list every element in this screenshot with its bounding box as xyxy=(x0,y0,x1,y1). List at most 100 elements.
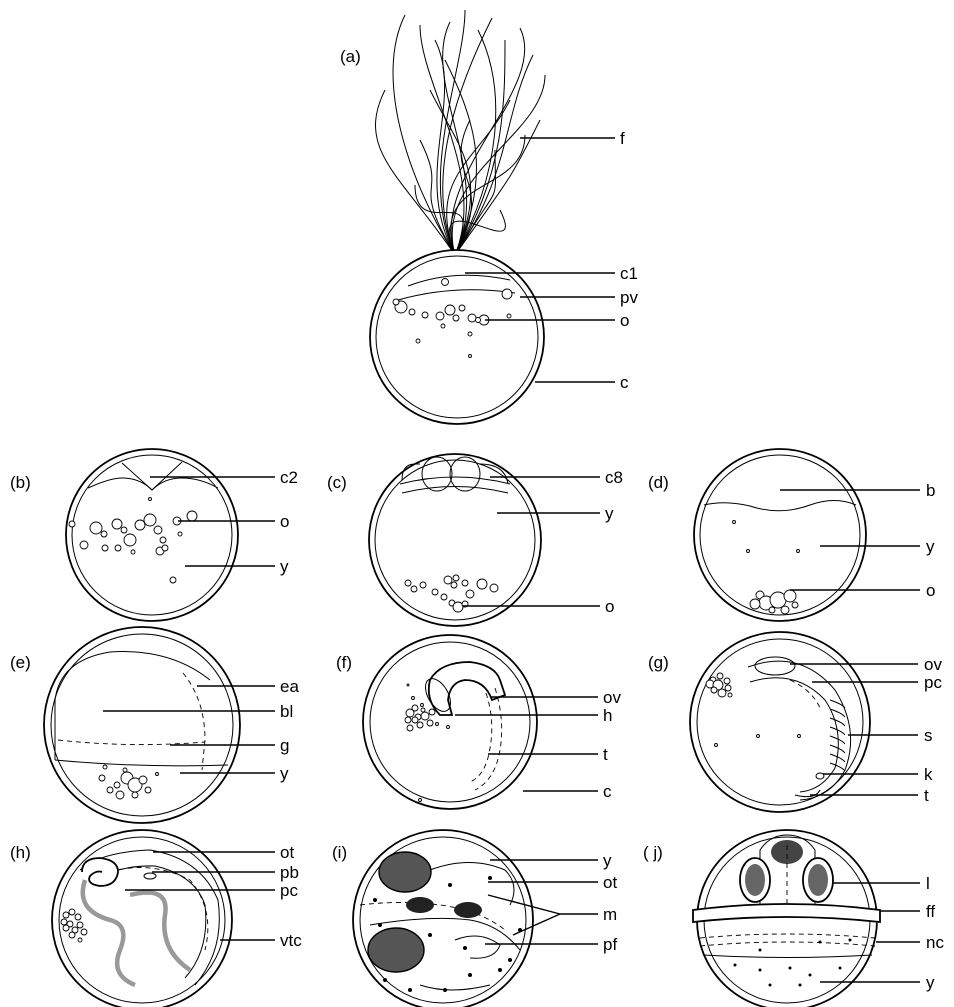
panel-i-tag: (i) xyxy=(332,843,347,862)
melanophore xyxy=(373,898,377,902)
oil-droplet xyxy=(156,773,159,776)
oil-droplet xyxy=(124,534,136,546)
oil-droplet xyxy=(154,526,162,534)
oil-droplet xyxy=(468,314,476,322)
oil-droplet xyxy=(412,717,418,723)
pigment-dot xyxy=(799,984,802,987)
oil-droplet xyxy=(103,765,107,769)
oil-droplet xyxy=(757,735,760,738)
label-ff: ff xyxy=(926,902,935,921)
oil-droplet xyxy=(417,722,423,728)
oil-droplet xyxy=(441,324,445,328)
lens-left xyxy=(745,864,765,896)
oil-droplet xyxy=(769,607,775,613)
label-o: o xyxy=(620,311,629,330)
panel-a-tag: (a) xyxy=(340,47,361,66)
oil-droplet xyxy=(112,519,122,529)
oil-droplet xyxy=(416,339,420,343)
oil-droplet xyxy=(75,914,81,920)
oil-droplet xyxy=(63,925,69,931)
oil-droplet xyxy=(114,782,120,788)
oil-droplet xyxy=(162,545,168,551)
label-f: f xyxy=(620,129,625,148)
label-pv: pv xyxy=(620,288,638,307)
pigment-blob-1 xyxy=(406,897,434,913)
oil-droplet xyxy=(502,289,512,299)
panel-g-tag: (g) xyxy=(648,653,669,672)
label-c: c xyxy=(620,373,629,392)
melanophore xyxy=(488,876,492,880)
panel-d: (d) b y o xyxy=(648,449,935,621)
oil-droplet xyxy=(131,550,135,554)
label-ov: ov xyxy=(603,688,621,707)
filament xyxy=(455,40,505,255)
panel-i: (i) y ot m pf xyxy=(332,830,617,1007)
oil-droplet xyxy=(90,522,102,534)
panel-e: (e) ea bl g y xyxy=(10,627,299,823)
label-s: s xyxy=(924,726,933,745)
oil-droplet xyxy=(444,576,452,584)
filament xyxy=(445,60,477,255)
label-c2: c2 xyxy=(280,468,298,487)
oil-droplet xyxy=(459,305,465,311)
lens-right xyxy=(808,864,828,896)
oil-droplet xyxy=(468,332,472,336)
label-pc: pc xyxy=(924,673,942,692)
label-o: o xyxy=(605,597,614,616)
oil-droplet xyxy=(407,725,413,731)
oil-droplet xyxy=(139,776,147,784)
filament xyxy=(415,185,463,255)
oil-droplet xyxy=(115,545,121,551)
label-t: t xyxy=(924,786,929,805)
oil-droplet xyxy=(393,299,399,305)
oil-droplet xyxy=(407,684,409,686)
label-y: y xyxy=(280,557,289,576)
oil-droplet xyxy=(149,498,152,501)
oil-droplet xyxy=(453,315,459,321)
oil-droplet xyxy=(412,697,415,700)
oil-droplet xyxy=(81,929,87,935)
oil-droplet xyxy=(476,318,481,323)
oil-droplet xyxy=(102,545,108,551)
oil-droplet xyxy=(725,685,731,691)
head-pigment xyxy=(771,840,803,864)
oil-droplet xyxy=(69,932,75,938)
melanophore xyxy=(383,978,387,982)
label-o: o xyxy=(280,512,289,531)
oil-droplet xyxy=(784,590,796,602)
melanophore xyxy=(443,988,447,992)
oil-droplet xyxy=(178,532,182,536)
oil-droplet xyxy=(466,590,474,598)
label-bl: bl xyxy=(280,702,293,721)
label-o: o xyxy=(926,581,935,600)
oil-droplet xyxy=(116,791,124,799)
oil-droplet xyxy=(421,712,429,720)
panel-a: (a) f c1 pv o c xyxy=(340,10,638,424)
oil-droplet xyxy=(490,584,498,592)
oil-droplet xyxy=(715,744,718,747)
oil-droplet xyxy=(123,768,127,772)
oil-droplet xyxy=(717,673,723,679)
panel-b-tag: (b) xyxy=(10,473,31,492)
oil-droplet xyxy=(69,909,75,915)
label-b: b xyxy=(926,481,935,500)
melanophore xyxy=(448,883,452,887)
pigment-dot xyxy=(789,967,792,970)
oil-droplet xyxy=(442,279,449,286)
oil-droplet xyxy=(121,527,127,533)
oil-droplet xyxy=(78,938,82,942)
oil-droplet xyxy=(170,577,176,583)
panel-j-tag: ( j) xyxy=(643,843,663,862)
label-h: h xyxy=(603,706,612,725)
label-ot: ot xyxy=(603,873,617,892)
oil-droplet xyxy=(728,693,732,697)
panel-c-tag: (c) xyxy=(327,473,347,492)
oil-droplet xyxy=(420,582,426,588)
chorion-outer xyxy=(370,250,544,424)
label-y: y xyxy=(280,764,289,783)
oil-droplet xyxy=(445,305,455,315)
oil-droplet xyxy=(99,775,105,781)
label-t: t xyxy=(603,745,608,764)
melanophore xyxy=(498,968,502,972)
